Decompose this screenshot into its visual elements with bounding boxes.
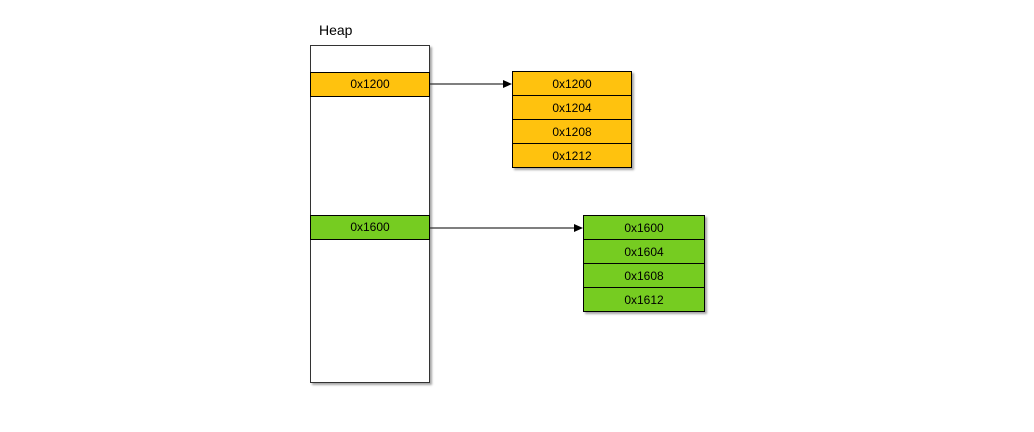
memory-cell: 0x1600	[584, 216, 704, 240]
memory-block-0x1600: 0x1600 0x1604 0x1608 0x1612	[583, 215, 705, 312]
memory-block-0x1200: 0x1200 0x1204 0x1208 0x1212	[512, 71, 632, 168]
memory-cell: 0x1208	[513, 120, 631, 144]
heap-title: Heap	[319, 22, 353, 38]
memory-cell: 0x1200	[513, 72, 631, 96]
memory-cell: 0x1212	[552, 148, 592, 163]
heap-cell-0x1200: 0x1200	[310, 72, 430, 97]
pointer-arrow-0x1600	[430, 224, 583, 232]
memory-cell: 0x1204	[513, 96, 631, 120]
memory-cell: 0x1612	[624, 292, 664, 307]
pointer-arrow-0x1200	[430, 80, 512, 88]
heap-column	[310, 45, 430, 383]
memory-cell: 0x1608	[584, 264, 704, 288]
heap-cell-0x1600: 0x1600	[310, 215, 430, 240]
memory-cell: 0x1604	[584, 240, 704, 264]
